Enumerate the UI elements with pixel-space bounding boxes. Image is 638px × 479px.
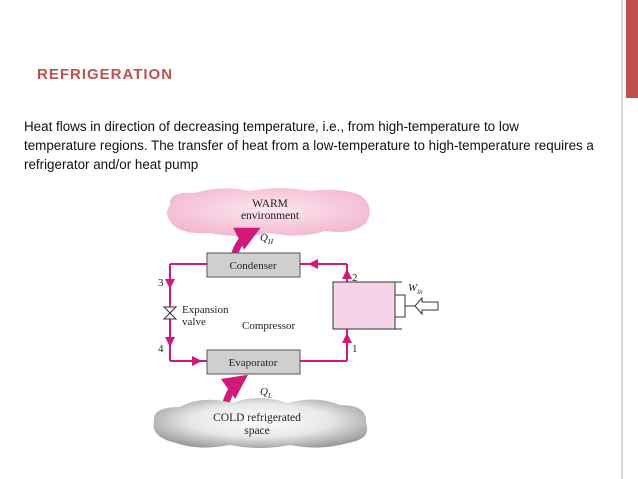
- slide-edge-line: [621, 0, 623, 479]
- slide-body-text: Heat flows in direction of decreasing te…: [24, 119, 594, 172]
- evaporator-label: Evaporator: [229, 357, 278, 369]
- q-l-label: QL: [260, 386, 272, 400]
- compressor-label: Compressor: [242, 320, 296, 332]
- work-input-arrow: [414, 296, 439, 316]
- compressor-piston: [394, 294, 406, 318]
- expansion-valve-icon: [162, 306, 178, 320]
- condenser-label: Condenser: [229, 260, 276, 272]
- slide-title: REFRIGERATION: [37, 66, 174, 83]
- warm-environment-cloud: [167, 188, 370, 236]
- compressor-box: [332, 281, 396, 330]
- flow-arrows: [165, 259, 352, 366]
- valve-label: valve: [182, 316, 206, 328]
- evaporator-box: [206, 349, 301, 375]
- environment-label: environment: [241, 210, 300, 222]
- w-in-label: Win: [408, 282, 423, 296]
- state-2-label: 2: [352, 272, 358, 284]
- state-4-label: 4: [158, 343, 164, 355]
- slide-accent-bar: [626, 0, 638, 98]
- state-1-label: 1: [352, 343, 358, 355]
- q-h-label: QH: [260, 232, 274, 246]
- space-label: space: [244, 425, 270, 437]
- warm-label: WARM: [252, 198, 288, 210]
- cold-refrigerated-label: COLD refrigerated: [213, 412, 301, 424]
- state-3-label: 3: [158, 277, 164, 289]
- expansion-label: Expansion: [182, 304, 229, 316]
- cold-space-cloud: [153, 398, 368, 448]
- refrigeration-cycle-diagram: WARM environment QH Condenser Evaporator…: [153, 188, 439, 448]
- compressor-casing-line: [395, 281, 402, 330]
- condenser-box: [206, 252, 301, 278]
